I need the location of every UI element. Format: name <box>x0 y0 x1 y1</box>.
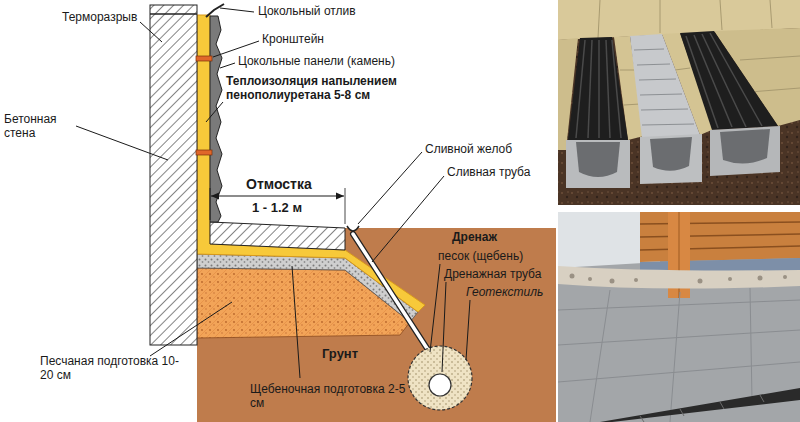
part-label: Геотекстиль <box>466 285 543 299</box>
part-label: Теплоизоляция напылением пенополиуретана… <box>226 74 416 103</box>
dimension-tick <box>345 188 346 224</box>
dimension-tick <box>210 188 211 220</box>
bracket <box>196 150 212 155</box>
layer-label: Щебеночная подготовка 2-5 см <box>250 382 406 411</box>
part-label: песок (щебень) <box>438 249 523 263</box>
layer-label: Песчаная подготовка 10-20 см <box>40 354 182 383</box>
part-label: Дренажная труба <box>444 267 541 281</box>
insulation-layer <box>197 15 425 312</box>
drain-gutter <box>347 226 359 231</box>
thermal-break <box>150 13 197 15</box>
paving-photo <box>558 212 800 422</box>
part-label: Терморазрыв <box>62 10 137 24</box>
part-label: Сливная труба <box>447 165 530 179</box>
dimension-line <box>211 195 344 196</box>
dimension-value: 1 - 1.2 м <box>252 200 302 216</box>
blind-area-slab <box>210 222 345 250</box>
plinth-flashing <box>206 4 224 17</box>
part-label: Цокольные панели (камень) <box>238 54 395 68</box>
part-label: Сливной желоб <box>425 142 512 156</box>
part-label: Кронштейн <box>262 32 324 46</box>
leader-lines <box>76 8 470 378</box>
part-label: Дренаж <box>452 230 497 244</box>
part-label: Цокольный отлив <box>258 4 356 18</box>
drainage-pipe <box>429 374 451 396</box>
drain-pipe <box>353 234 432 356</box>
drain-pipe <box>353 234 432 356</box>
dimension-label: Отмостка <box>246 176 312 193</box>
drainage-trench <box>408 346 472 410</box>
part-label: Бетонная стена <box>4 112 76 141</box>
drain-channels-photo <box>558 0 800 205</box>
stone-panels <box>210 16 222 222</box>
layer-label: Грунт <box>322 346 358 362</box>
concrete-wall <box>150 5 197 345</box>
bracket <box>196 56 212 61</box>
